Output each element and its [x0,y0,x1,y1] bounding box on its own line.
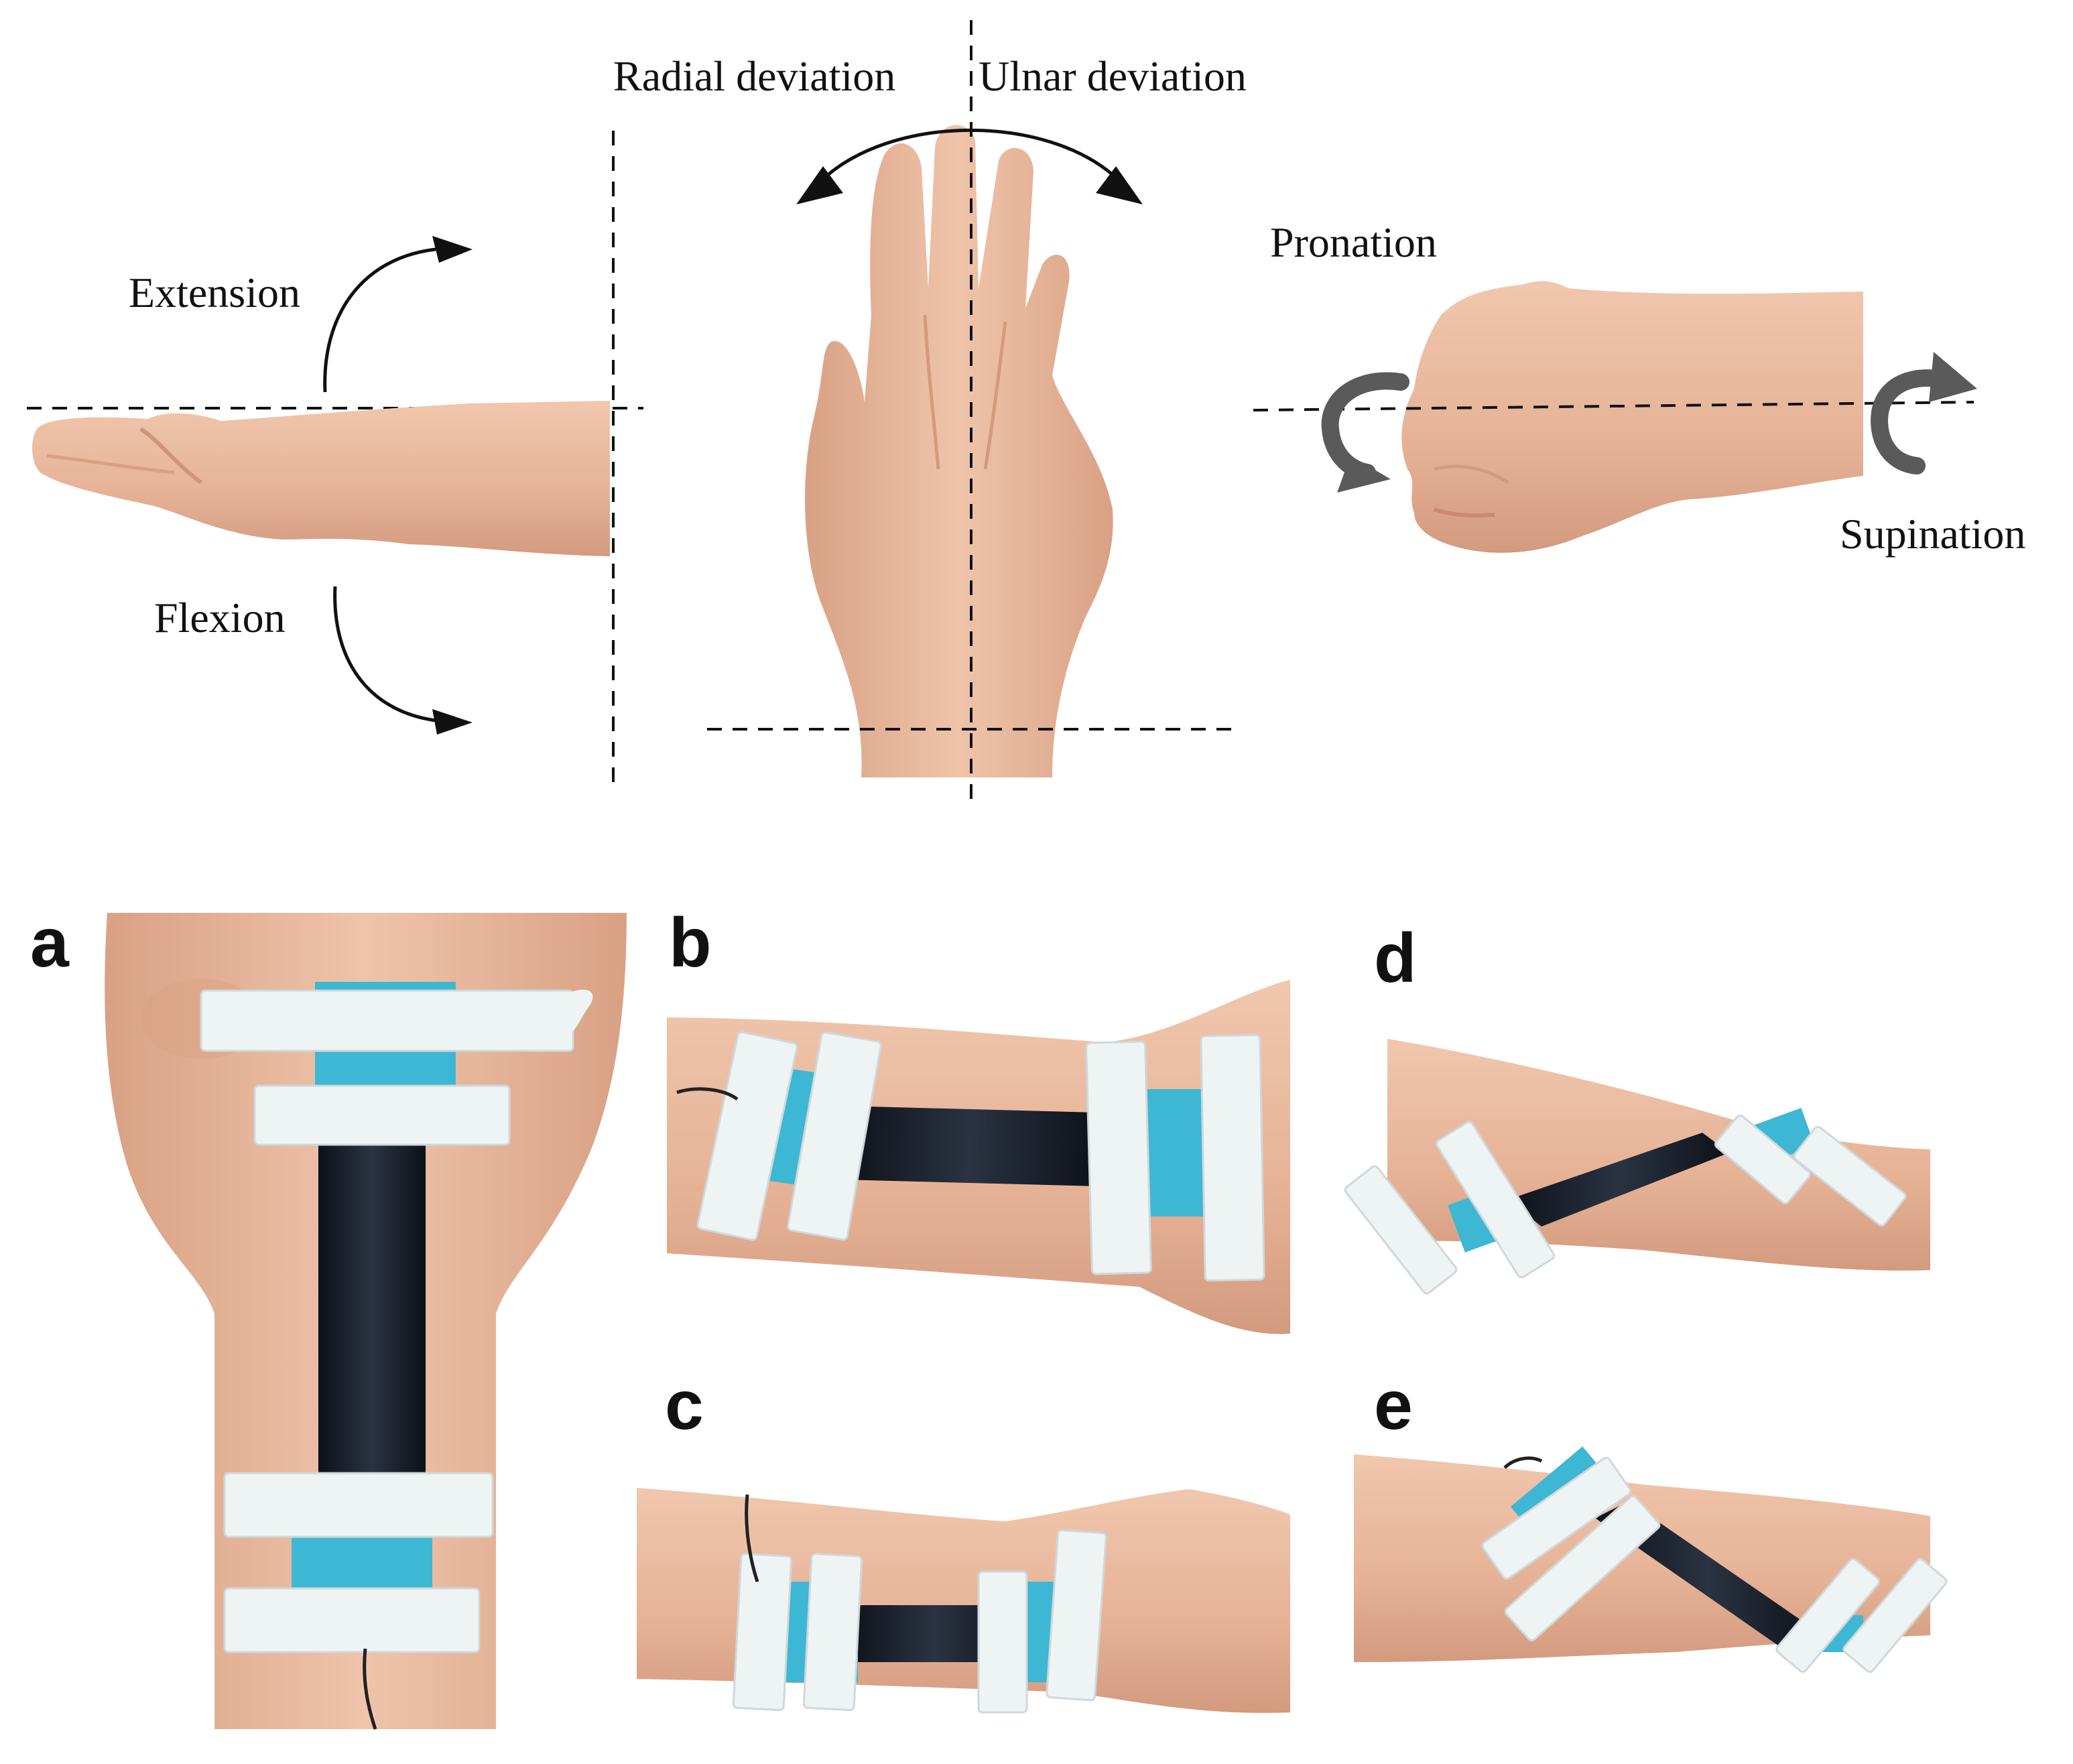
panel-e-white-tape-2 [1504,1495,1661,1642]
extension-label: Extension [129,269,300,316]
side-hand-finger-shade [46,454,175,475]
back-hand-photo [805,125,1113,778]
panel-b-wire [676,1087,739,1101]
panel-d-white-tape-2 [1435,1121,1556,1279]
fist-finger-shade [1434,507,1495,518]
panel-letter-c: c [665,1367,704,1444]
back-hand-tendon-shade-2 [983,321,1007,470]
supination-rotation-arrow [1871,369,1946,475]
ulnar-deviation-label: Ulnar deviation [979,52,1247,100]
flexion-extension-diagram [27,131,643,784]
panel-a-sensor-strip [318,1126,426,1501]
panel-letter-a: a [30,904,69,982]
back-hand-tendon-shade [923,314,940,470]
panel-e-wire [1503,1456,1543,1469]
extension-arrowhead [432,236,473,263]
panel-c-white-tape-3 [977,1570,1028,1714]
panel-letter-b: b [669,904,712,982]
panel-d-white-tape-3 [1714,1114,1811,1205]
ulnar-arrowhead [1096,166,1143,204]
panel-d-sensor-strip [1508,1133,1729,1226]
supination-label: Supination [1840,510,2026,558]
panel-d-white-tape-4 [1793,1125,1907,1227]
pronation-label: Pronation [1270,218,1437,266]
radial-deviation-label: Radial deviation [613,52,896,100]
panel-e-photo [1354,1446,1948,1673]
panel-a-white-tape-3 [223,1472,494,1538]
horizontal-reference-line-right [1253,401,1974,412]
radial-arrowhead [796,166,843,204]
panel-a-photo [105,913,627,1730]
deviation-arc-arrow [820,128,1117,182]
panel-a-wire [363,1648,377,1730]
fist-thumb-shade [1434,464,1509,485]
panel-b-white-tape-1 [696,1031,798,1241]
panel-a-white-tape-4 [223,1587,481,1653]
panel-e-sensor-strip [1595,1501,1823,1649]
panel-b-white-tape-3 [1085,1040,1152,1275]
deviation-diagram [707,20,1240,808]
pronation-supination-diagram [1253,281,1977,553]
panel-letter-e: e [1374,1367,1413,1444]
extension-arrow [323,247,436,393]
fist-photo [1401,281,1863,553]
panel-c-wire [745,1494,759,1582]
panel-d-white-tape-1 [1344,1165,1458,1295]
pronation-rotation-arrow [1321,372,1409,481]
panel-a-white-tape-2 [253,1084,511,1146]
panel-c-photo [637,1488,1290,1714]
flexion-arrow [333,586,436,722]
panel-c-white-tape-2 [802,1553,863,1712]
panel-a-white-tape-1 [200,989,574,1052]
panel-c-white-tape-1 [732,1553,793,1712]
panel-e-white-tape-1 [1481,1456,1632,1580]
panel-b-white-tape-4 [1200,1033,1265,1282]
panel-e-white-tape-4 [1842,1558,1948,1673]
panel-letter-d: d [1374,920,1417,997]
side-hand-knuckle-shade [139,427,202,485]
panel-e-white-tape-3 [1775,1558,1881,1673]
flexion-arrowhead [432,709,473,735]
panel-b-sensor-strip [840,1105,1101,1187]
supination-arrowhead [1929,352,1977,402]
panel-c-white-tape-4 [1046,1529,1107,1702]
side-hand-photo [32,401,610,556]
pronation-arrowhead [1337,456,1391,493]
panel-b-white-tape-2 [787,1031,882,1241]
flexion-label: Flexion [154,594,286,641]
panel-b-photo [667,980,1290,1334]
panel-a-tape-tail [563,989,593,1035]
panel-d-photo [1344,1039,1930,1295]
